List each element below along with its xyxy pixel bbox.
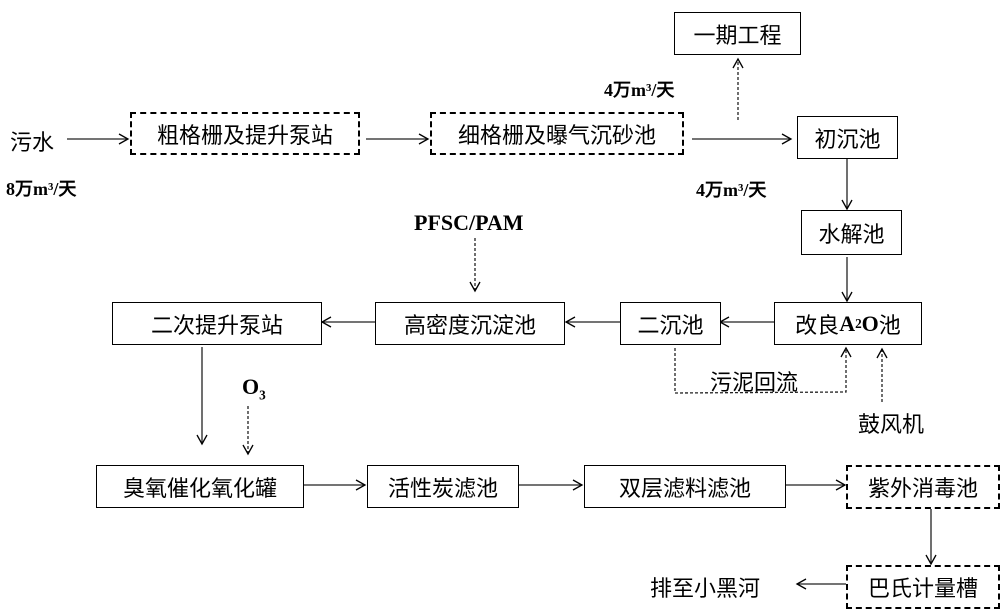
ozone-gas-label: O3 xyxy=(242,374,266,403)
node-phase1-project: 一期工程 xyxy=(674,12,801,55)
sludge-return-line xyxy=(674,346,852,394)
sewage-input-label: 污水 xyxy=(10,131,55,156)
blower-label: 鼓风机 xyxy=(858,413,925,438)
discharge-label: 排至小黑河 xyxy=(650,577,761,602)
a2o-sub: 2 xyxy=(855,315,862,331)
a2o-prefix: 改良 xyxy=(795,313,840,339)
node-uv-disinfection-tank: 紫外消毒池 xyxy=(846,465,1000,509)
a2o-suffix: 池 xyxy=(878,313,901,339)
node-activated-carbon-filter: 活性炭滤池 xyxy=(367,465,519,508)
sludge-return-label: 污泥回流 xyxy=(710,371,799,396)
ozone-sub: 3 xyxy=(259,387,266,403)
node-high-density-clarifier: 高密度沉淀池 xyxy=(375,302,565,345)
ozone-o: O xyxy=(242,374,260,399)
a2o-o: O xyxy=(861,310,879,336)
node-primary-clarifier: 初沉池 xyxy=(797,116,898,159)
node-parshall-flume: 巴氏计量槽 xyxy=(846,565,1000,609)
input-flow-label: 8万m³/天 xyxy=(6,179,77,199)
node-fine-screen-grit-chamber: 细格栅及曝气沉砂池 xyxy=(430,112,684,155)
node-ozone-catalytic-oxidation-tank: 臭氧催化氧化罐 xyxy=(96,465,304,508)
phase1-flow-label: 4万m³/天 xyxy=(604,80,675,100)
chemicals-label: PFSC/PAM xyxy=(414,210,524,235)
a2o-a: A xyxy=(839,310,856,336)
node-second-lift-pump-station: 二次提升泵站 xyxy=(112,302,322,345)
node-hydrolysis-tank: 水解池 xyxy=(801,210,902,255)
node-coarse-screen-pump-station: 粗格栅及提升泵站 xyxy=(130,112,360,155)
node-dual-media-filter: 双层滤料滤池 xyxy=(584,465,786,508)
main-flow-label: 4万m³/天 xyxy=(696,180,767,200)
node-secondary-clarifier: 二沉池 xyxy=(620,302,721,345)
